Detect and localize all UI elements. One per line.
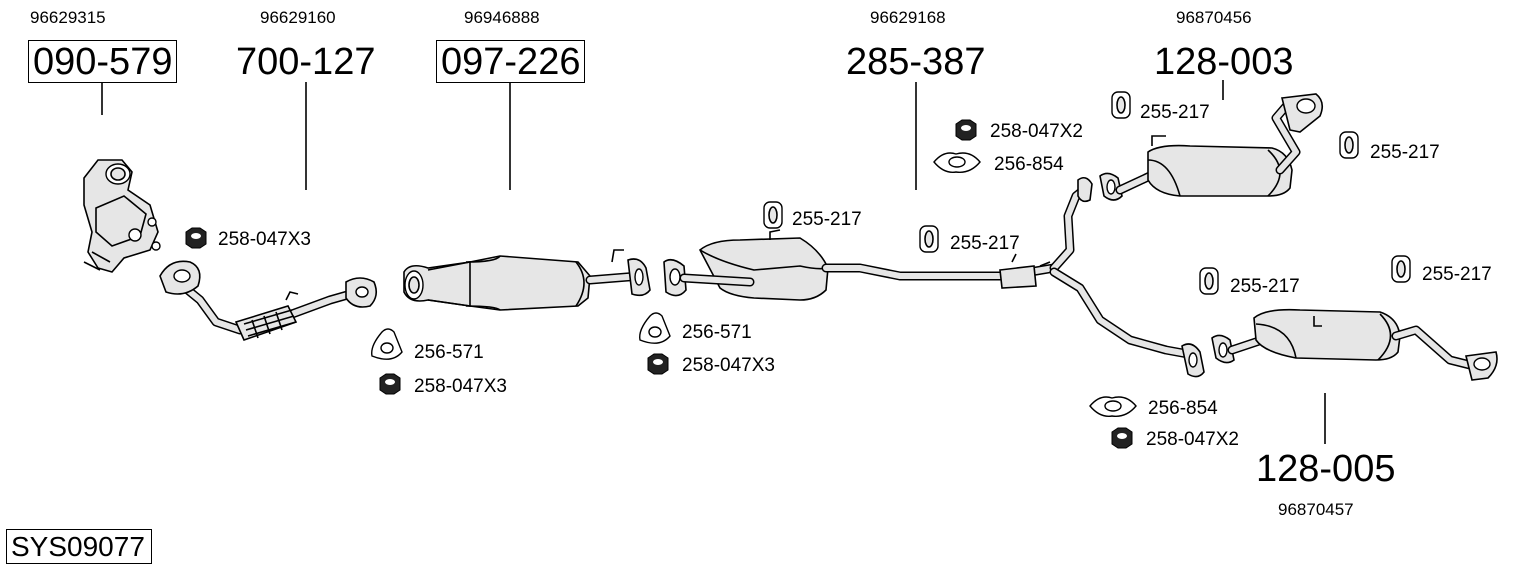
rubber-hanger-icon <box>1111 91 1131 119</box>
small-part-label[interactable]: 256-571 <box>414 342 484 363</box>
gasket-icon <box>639 312 671 344</box>
rubber-hanger-icon <box>1339 131 1359 159</box>
small-part-label[interactable]: 258-047X2 <box>1146 429 1239 450</box>
nut-icon <box>1111 427 1133 449</box>
small-part-icons <box>185 91 1411 449</box>
small-part-label[interactable]: 255-217 <box>950 233 1020 254</box>
small-part-label[interactable]: 255-217 <box>1370 142 1440 163</box>
small-part-label[interactable]: 255-217 <box>1140 102 1210 123</box>
small-part-label[interactable]: 258-047X2 <box>990 121 1083 142</box>
nut-icon <box>185 227 207 249</box>
part-code[interactable]: 128-005 <box>1256 448 1396 490</box>
small-part-label[interactable]: 256-571 <box>682 322 752 343</box>
nut-icon <box>379 373 401 395</box>
oe-number: 96629160 <box>260 8 336 27</box>
nut-icon <box>647 353 669 375</box>
leader-lines <box>101 80 1326 444</box>
part-code[interactable]: 700-127 <box>236 41 376 83</box>
system-id: SYS09077 <box>6 529 152 565</box>
small-part-label[interactable]: 256-854 <box>1148 398 1218 419</box>
oe-number: 96870456 <box>1176 8 1252 27</box>
catalytic-converter <box>83 159 161 273</box>
gasket-icon <box>933 152 981 173</box>
rear-silencer-lower <box>1211 308 1498 381</box>
rubber-hanger-icon <box>1199 267 1219 295</box>
oe-number: 96629168 <box>870 8 946 27</box>
small-part-label[interactable]: 255-217 <box>792 209 862 230</box>
small-part-label[interactable]: 255-217 <box>1230 276 1300 297</box>
part-code[interactable]: 285-387 <box>846 41 986 83</box>
center-pipe <box>663 176 1205 378</box>
rubber-hanger-icon <box>763 201 783 229</box>
small-part-label[interactable]: 258-047X3 <box>414 376 507 397</box>
rubber-hanger-icon <box>1391 255 1411 283</box>
rubber-hanger-icon <box>919 225 939 253</box>
part-code[interactable]: 097-226 <box>436 40 586 83</box>
gasket-icon <box>1089 396 1137 417</box>
small-part-label[interactable]: 258-047X3 <box>682 355 775 376</box>
middle-catalyst <box>403 249 651 311</box>
gasket-icon <box>371 328 403 360</box>
oe-number: 96946888 <box>464 8 540 27</box>
oe-number: 96629315 <box>30 8 106 27</box>
small-part-label[interactable]: 256-854 <box>994 154 1064 175</box>
nut-icon <box>955 119 977 141</box>
part-code[interactable]: 128-003 <box>1154 41 1294 83</box>
front-pipe <box>159 260 378 341</box>
small-part-label[interactable]: 255-217 <box>1422 264 1492 285</box>
rear-silencer-upper <box>1099 93 1324 201</box>
part-code[interactable]: 090-579 <box>28 40 178 83</box>
small-part-label[interactable]: 258-047X3 <box>218 229 311 250</box>
oe-number: 96870457 <box>1278 500 1354 519</box>
